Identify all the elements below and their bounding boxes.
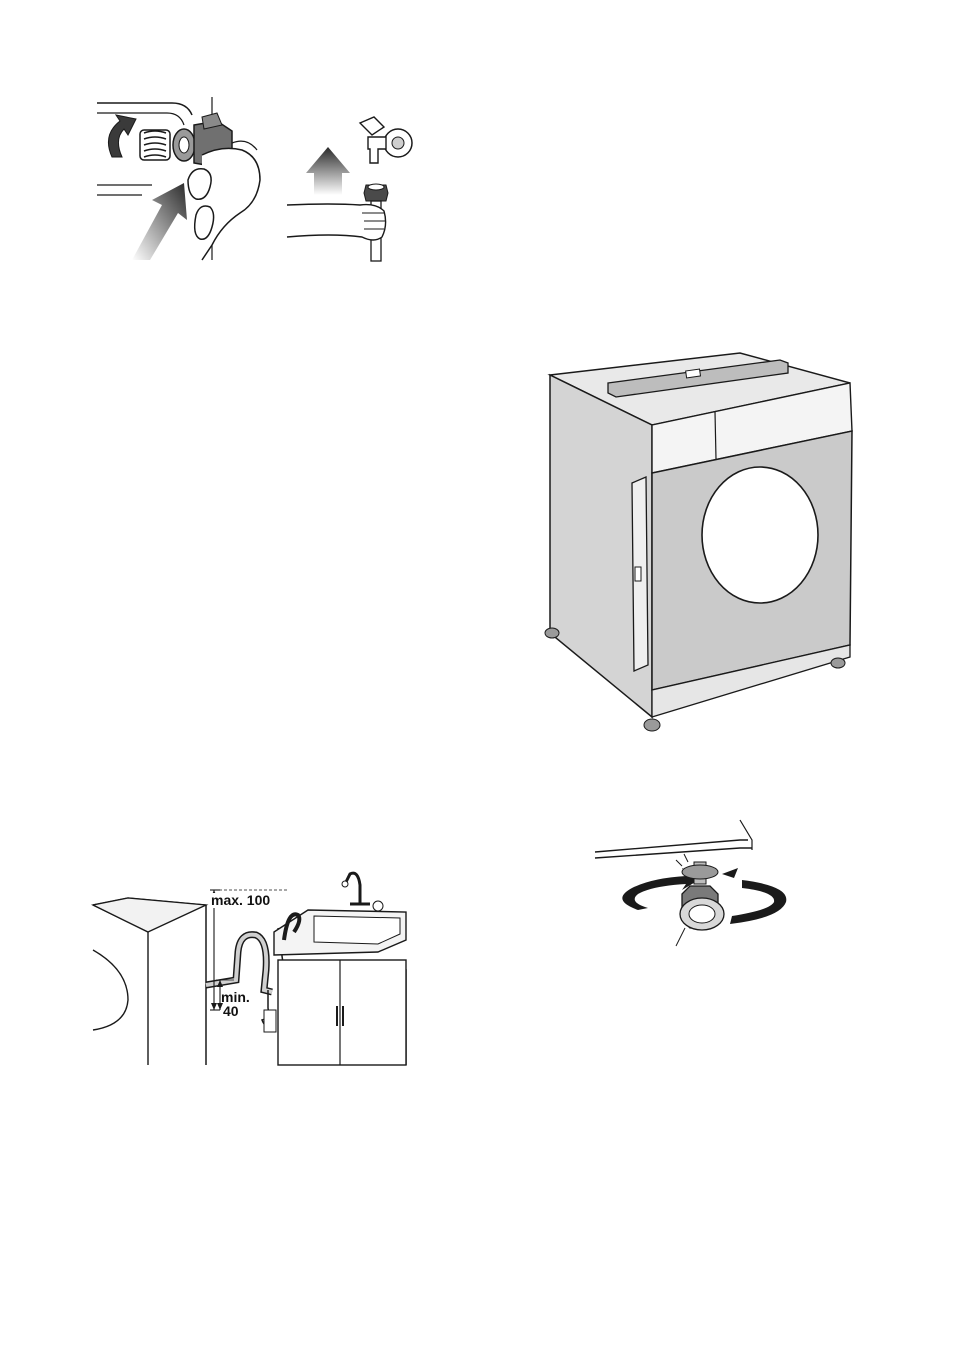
appliance-figure — [540, 345, 865, 740]
foot-adjust-icon — [590, 810, 805, 955]
washing-machine-icon — [540, 345, 865, 740]
min-height-value: 40 — [221, 1004, 241, 1019]
max-height-label: max. 100 — [209, 893, 272, 908]
adjustable-foot-figure — [590, 810, 805, 955]
inlet-hose-connection-figure — [92, 95, 422, 265]
hose-connection-icon — [92, 95, 422, 265]
